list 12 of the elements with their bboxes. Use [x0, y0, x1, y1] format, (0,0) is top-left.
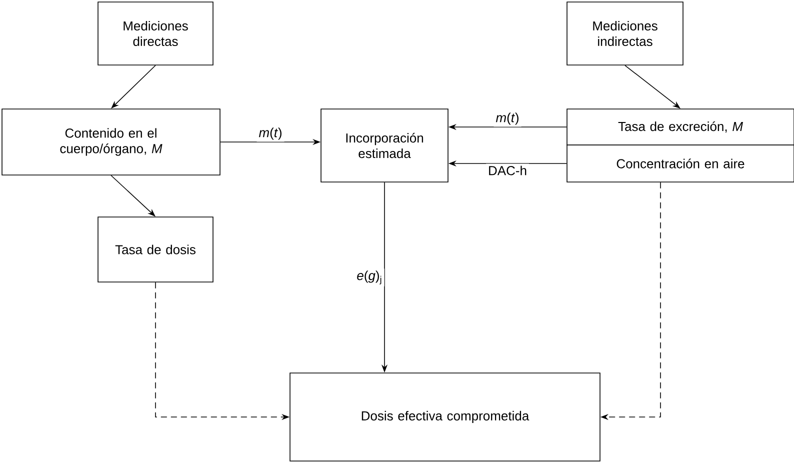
process-box: Incorporación estimada — [320, 108, 448, 182]
edge-label: DAC-h — [486, 164, 529, 178]
process-box: Tasa de excreción, M — [566, 108, 794, 146]
process-box: Tasa de dosis — [98, 216, 214, 282]
process-box: Mediciones indirectas — [566, 2, 684, 66]
edge-label: m(t) — [494, 110, 522, 127]
edge-label: m(t) — [256, 126, 284, 142]
edge-label: e(g)$_{j}$ — [354, 268, 384, 286]
process-box: Dosis efectiva comprometida — [290, 372, 600, 462]
process-box: Concentración en aire — [566, 144, 794, 182]
process-box: Contenido en el cuerpo/órgano, M — [2, 108, 220, 176]
process-box: Mediciones directas — [98, 2, 214, 66]
